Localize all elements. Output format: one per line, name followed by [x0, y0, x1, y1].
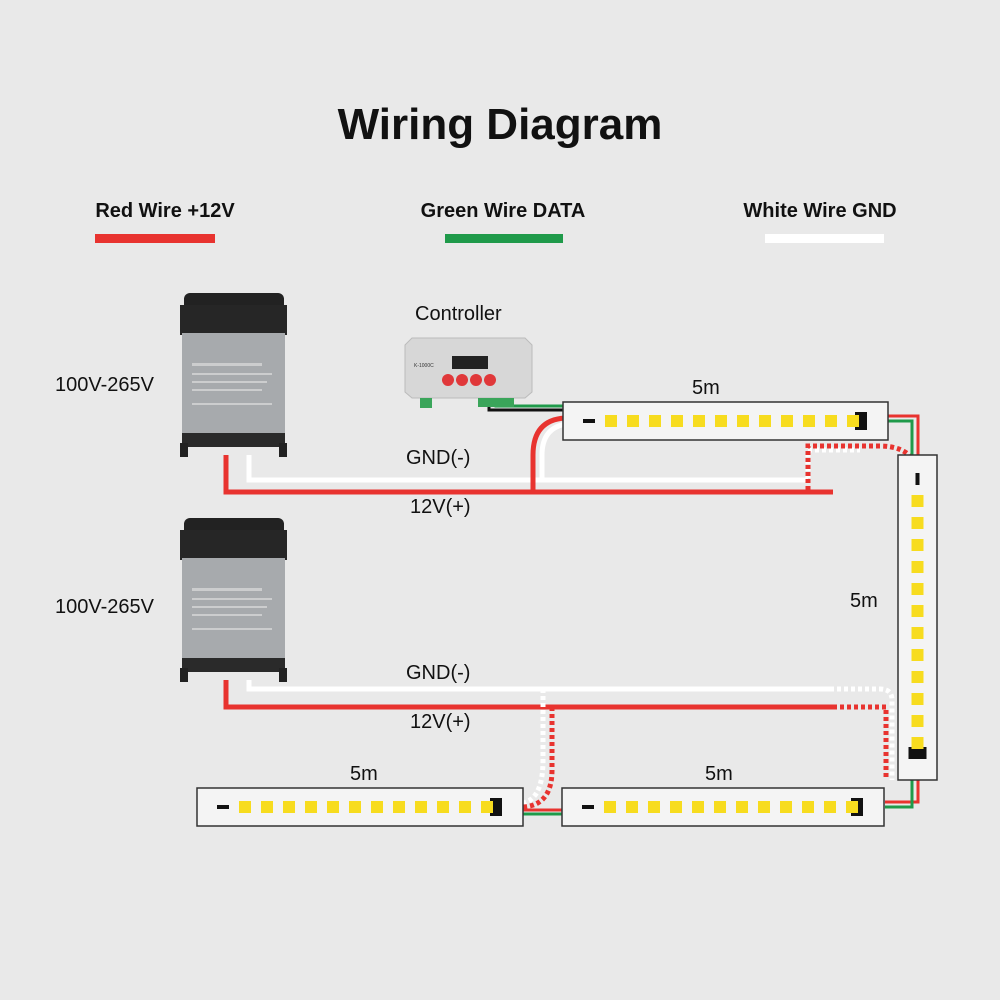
led-chip	[671, 415, 683, 427]
led-chip	[459, 801, 471, 813]
led-chip	[371, 801, 383, 813]
led-strip-3	[561, 787, 885, 827]
strip-pad	[582, 805, 594, 809]
led-chip	[327, 801, 339, 813]
led-chip	[911, 495, 924, 507]
led-chip	[780, 801, 792, 813]
led-strip-4	[196, 787, 524, 827]
led-chip	[693, 415, 705, 427]
strip-2-length: 5m	[850, 590, 878, 612]
led-chip	[261, 801, 273, 813]
led-chip	[605, 415, 617, 427]
led-chip	[911, 715, 924, 727]
legend-red-label: Red Wire +12V	[95, 200, 235, 222]
led-chip	[670, 801, 682, 813]
power-supply-1	[180, 293, 287, 457]
psu2-input-label: 100V-265V	[55, 596, 154, 618]
led-chip	[802, 801, 814, 813]
led-chip	[627, 415, 639, 427]
strip-ic	[908, 747, 927, 759]
led-chip	[911, 693, 924, 705]
psu1-input-label: 100V-265V	[55, 374, 154, 396]
strip-3-length: 5m	[705, 763, 733, 785]
strip-pad	[915, 473, 920, 485]
bottom-psu-wires	[223, 680, 920, 816]
led-chip	[349, 801, 361, 813]
led-chip	[715, 415, 727, 427]
led-chip	[239, 801, 251, 813]
power-supply-2	[180, 518, 287, 682]
top-12v-label: 12V(+)	[410, 496, 471, 518]
led-chip	[911, 583, 924, 595]
legend-white-label: White Wire GND	[743, 200, 897, 222]
led-chip	[737, 415, 749, 427]
led-chip	[847, 415, 859, 427]
legend-green-label: Green Wire DATA	[420, 200, 586, 222]
led-chip	[626, 801, 638, 813]
led-chip	[759, 415, 771, 427]
bottom-gnd-label: GND(-)	[406, 662, 471, 684]
led-chip	[604, 801, 616, 813]
controller-device: K-1000C	[404, 337, 533, 408]
led-chip	[781, 415, 793, 427]
led-chip	[846, 801, 858, 813]
led-chip	[692, 801, 704, 813]
led-chip	[415, 801, 427, 813]
strip-4-length: 5m	[350, 763, 378, 785]
led-chip	[283, 801, 295, 813]
legend-red-bar	[95, 234, 215, 243]
led-chip	[911, 671, 924, 683]
top-gnd-label: GND(-)	[406, 447, 471, 469]
led-strip-2	[897, 454, 938, 781]
led-chip	[736, 801, 748, 813]
led-chip	[393, 801, 405, 813]
led-chip	[758, 801, 770, 813]
strip-pad	[583, 419, 595, 423]
led-chip	[911, 539, 924, 551]
led-chip	[437, 801, 449, 813]
led-chip	[648, 801, 660, 813]
led-chip	[649, 415, 661, 427]
led-chip	[305, 801, 317, 813]
led-chip	[911, 517, 924, 529]
controller-model: K-1000C	[414, 363, 434, 369]
led-chip	[824, 801, 836, 813]
led-strip-1	[562, 401, 889, 441]
controller-label: Controller	[415, 303, 502, 325]
led-chip	[803, 415, 815, 427]
led-chip	[911, 649, 924, 661]
bottom-12v-label: 12V(+)	[410, 711, 471, 733]
led-chip	[481, 801, 493, 813]
strip-pad	[217, 805, 229, 809]
legend-green-bar	[445, 234, 563, 243]
led-chip	[825, 415, 837, 427]
legend-white-bar	[765, 234, 884, 243]
led-chip	[911, 561, 924, 573]
led-chip	[911, 605, 924, 617]
page-title: Wiring Diagram	[337, 100, 663, 149]
led-chip	[911, 737, 924, 749]
led-chip	[714, 801, 726, 813]
led-chip	[911, 627, 924, 639]
strip-1-length: 5m	[692, 377, 720, 399]
